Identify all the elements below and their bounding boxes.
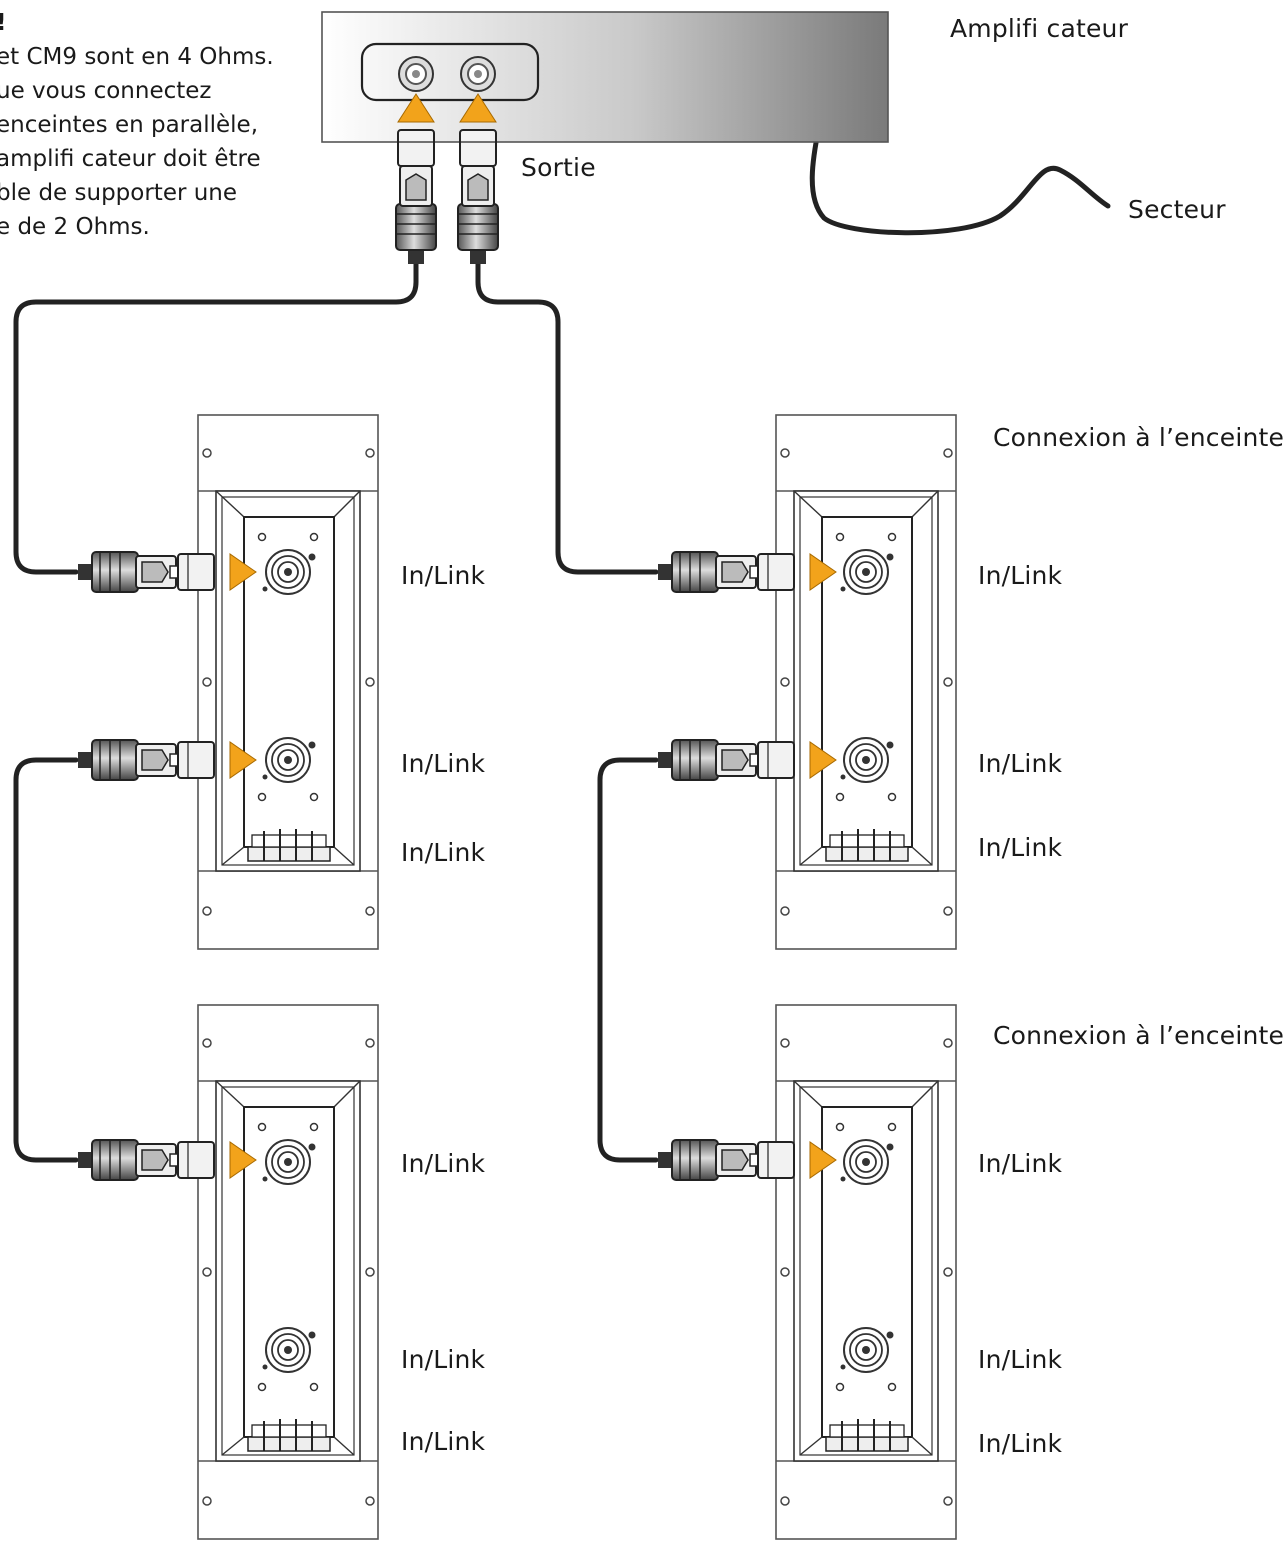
amplifier-label: Amplifi cateur xyxy=(950,14,1129,43)
speaker-top-right xyxy=(776,415,956,949)
plug-top-left-in xyxy=(77,551,215,593)
amp-arrow-left xyxy=(397,93,435,123)
speaker-bottom-right xyxy=(776,1005,956,1539)
port-label: In/Link xyxy=(978,833,1063,862)
port-label: In/Link xyxy=(978,561,1063,590)
port-label: In/Link xyxy=(978,1149,1063,1178)
warning-line: et CM9 sont en 4 Ohms. xyxy=(0,44,274,70)
arrow-bottom-left-in xyxy=(229,1141,257,1179)
plug-top-right-link xyxy=(657,739,795,781)
port-label: In/Link xyxy=(978,1429,1063,1458)
arrow-top-left-link xyxy=(229,741,257,779)
port-label: In/Link xyxy=(401,1427,486,1456)
cable-amp-to-right-speaker xyxy=(475,259,659,575)
warning-line: amplifi cateur doit être xyxy=(0,146,261,172)
warning-line: enceintes en parallèle, xyxy=(0,112,259,138)
port-label: In/Link xyxy=(401,838,486,867)
warning-line: e de 2 Ohms. xyxy=(0,214,150,240)
mains-label: Secteur xyxy=(1128,195,1226,224)
cable-left-link xyxy=(13,757,79,1163)
amp-plug-left xyxy=(395,129,437,265)
speaker-connection-label: Connexion à l’enceinte xyxy=(993,423,1284,452)
plug-bottom-left-in xyxy=(77,1139,215,1181)
warning-line: ue vous connectez xyxy=(0,78,212,104)
plug-top-right-in xyxy=(657,551,795,593)
amp-output-jack-1 xyxy=(398,56,434,92)
cable-amp-to-left-speaker xyxy=(13,259,419,575)
arrow-top-right-in xyxy=(809,553,837,591)
mains-cable xyxy=(809,119,1111,236)
port-label: In/Link xyxy=(401,1149,486,1178)
warning-note: ! et CM9 sont en 4 Ohms. ue vous connect… xyxy=(0,6,274,244)
amp-arrow-right xyxy=(459,93,497,123)
connection-arrows xyxy=(229,553,837,1179)
speaker-bottom-left xyxy=(198,1005,378,1539)
arrow-top-left-in xyxy=(229,553,257,591)
amp-output-jack-2 xyxy=(460,56,496,92)
arrow-bottom-right-in xyxy=(809,1141,837,1179)
port-label: In/Link xyxy=(978,749,1063,778)
speaker-connection-label: Connexion à l’enceinte xyxy=(993,1021,1284,1050)
speaker-top-left xyxy=(198,415,378,949)
warning-line: ble de supporter une xyxy=(0,180,238,206)
output-label: Sortie xyxy=(521,153,596,182)
warning-line: ! xyxy=(0,6,274,40)
cables xyxy=(13,119,1111,1163)
amp-plug-right xyxy=(457,129,499,265)
port-label: In/Link xyxy=(401,561,486,590)
port-label: In/Link xyxy=(978,1345,1063,1374)
port-label: In/Link xyxy=(401,749,486,778)
port-label: In/Link xyxy=(401,1345,486,1374)
plug-top-left-link xyxy=(77,739,215,781)
cable-right-link xyxy=(597,757,659,1163)
plug-bottom-right-in xyxy=(657,1139,795,1181)
arrow-top-right-link xyxy=(809,741,837,779)
